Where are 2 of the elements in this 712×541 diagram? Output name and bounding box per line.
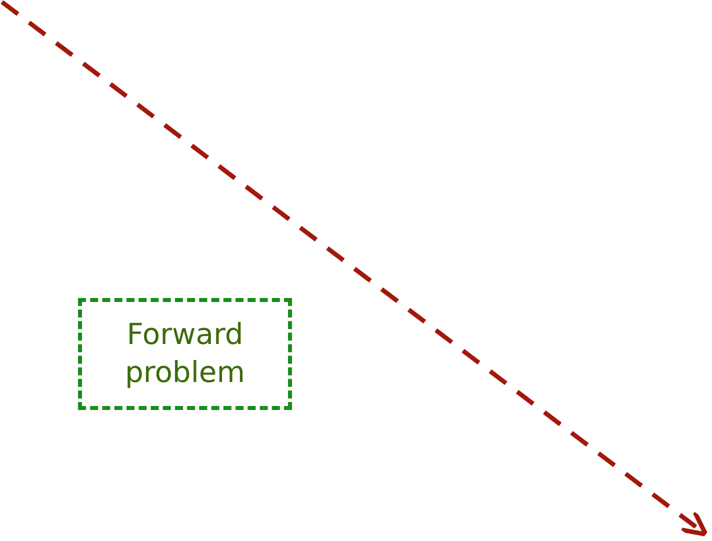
node-label: Forward problem [124, 316, 246, 391]
dashed-box [78, 298, 292, 410]
